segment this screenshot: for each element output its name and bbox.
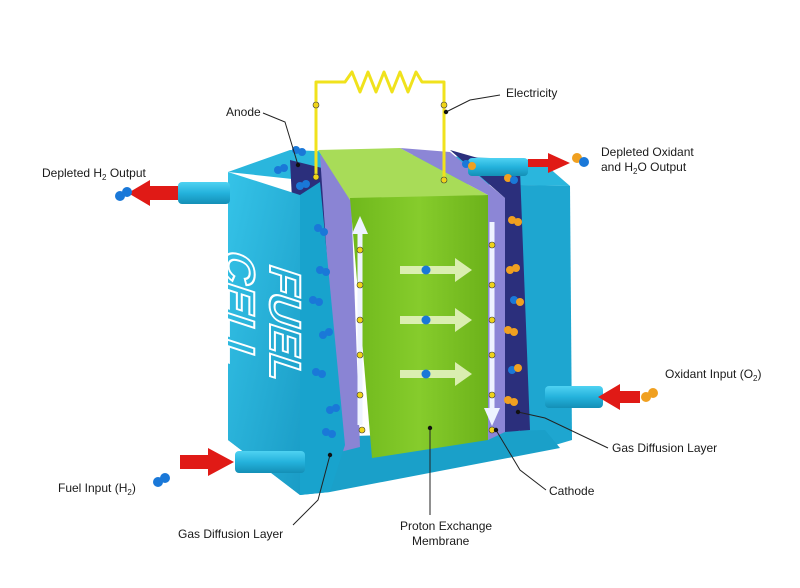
pipe-depleted-oxidant [468,158,528,176]
label-pem-line1: Proton Exchange [400,519,492,533]
arrow-oxidant-input [598,384,640,410]
h2-input-molecule-icon [153,473,170,487]
label-depleted-h2-sub: 2 [102,173,107,182]
housing-right-wall [520,185,572,448]
label-oxidant-input-pre: Oxidant Input (O [665,367,753,381]
anode-shape [320,155,360,452]
fuel-text: FUEL [260,259,310,390]
label-fuel-input-post: ) [132,481,136,495]
oxidant-depleted-molecule-icon [572,153,589,167]
label-depleted-oxidant-line2-post: O Output [637,160,686,174]
label-oxidant-input-sub: 2 [753,374,758,383]
label-depleted-oxidant-line1: Depleted Oxidant [601,145,694,159]
leader-lines [262,94,609,526]
label-depleted-h2: Depleted H2 Output [42,166,147,182]
pipe-oxidant-input [545,386,603,408]
label-fuel-input-pre: Fuel Input (H [58,481,127,495]
pipe-depleted-h2 [178,182,230,204]
label-gdl-right: Gas Diffusion Layer [612,441,717,455]
label-electricity: Electricity [506,86,557,100]
housing-front [228,172,300,495]
o2-input-molecule-icon [641,388,658,402]
membrane-top [318,148,488,200]
label-oxidant-input: Oxidant Input (O2) [665,367,762,383]
label-cathode: Cathode [549,484,595,498]
arrow-depleted-h2 [128,180,178,206]
arrow-fuel-input [180,448,234,476]
oxygen-molecules [462,160,524,406]
label-pem-line2: Membrane [412,534,470,548]
label-depleted-oxidant-line2-sub: 2 [633,167,638,176]
pipe-fuel-input [235,451,305,473]
proton-arrow-3 [400,362,472,386]
label-depleted-h2-post: Output [107,166,147,180]
label-anode: Anode [226,105,261,119]
proton-arrow-1 [400,258,472,282]
electric-circuit [314,70,446,182]
label-fuel-input-sub: 2 [127,488,132,497]
cell-text: CELL [214,244,264,375]
label-fuel-input: Fuel Input (H2) [58,481,136,497]
label-depleted-oxidant-line2: and H2O Output [601,160,687,176]
fuel-cell-text-group: FUEL CELL [213,243,311,391]
label-depleted-oxidant-line2-pre: and H [601,160,633,174]
h2-depleted-molecule-icon [115,187,132,201]
label-oxidant-input-post: ) [758,367,762,381]
label-gdl-left: Gas Diffusion Layer [178,527,283,541]
arrow-depleted-oxidant [528,153,570,173]
label-depleted-h2-pre: Depleted H [42,166,102,180]
membrane-shape [350,195,488,458]
proton-arrow-2 [400,308,472,332]
electron-dots [312,101,496,434]
